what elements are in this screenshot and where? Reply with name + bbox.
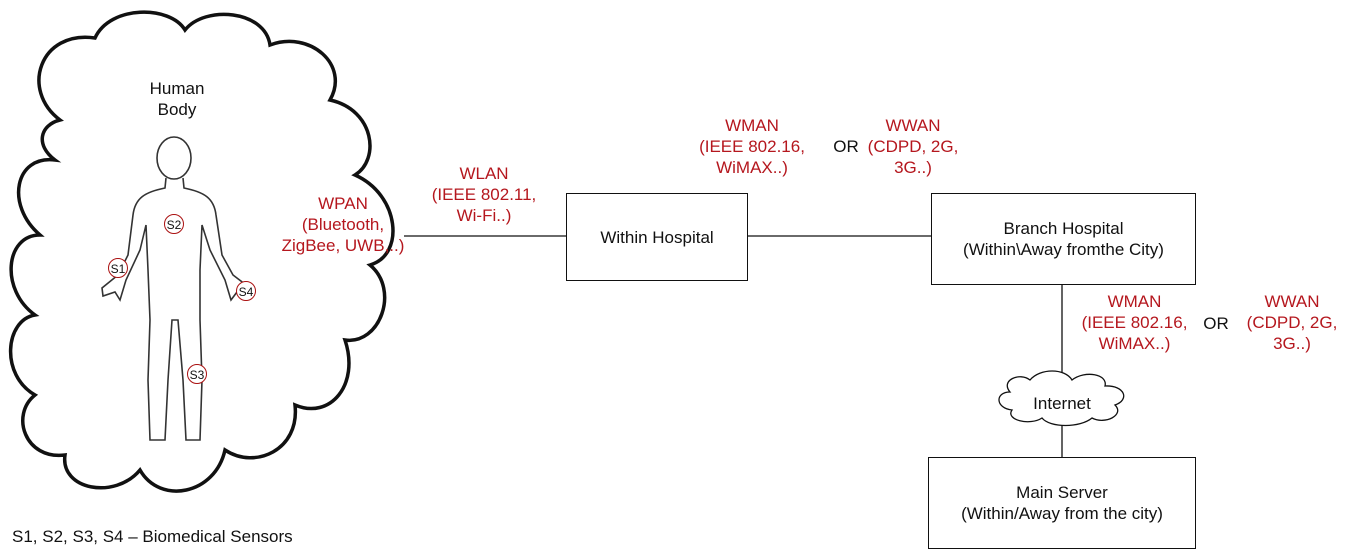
wman-top-label: WMAN (IEEE 802.16, WiMAX..) [678, 115, 826, 178]
sensor-legend: S1, S2, S3, S4 – Biomedical Sensors [12, 526, 293, 547]
sensor-s2: S2 [164, 214, 184, 234]
branch-hospital-box: Branch Hospital (Within\Away fromthe Cit… [931, 193, 1196, 285]
or-bottom-label: OR [1199, 313, 1233, 334]
sensor-s1: S1 [108, 258, 128, 278]
wpan-label: WPAN (Bluetooth, ZigBee, UWB,..) [268, 193, 418, 256]
human-body-label: Human Body [142, 78, 212, 120]
main-server-box: Main Server (Within/Away from the city) [928, 457, 1196, 549]
within-hospital-text: Within Hospital [600, 227, 713, 248]
wlan-label: WLAN (IEEE 802.11, Wi-Fi..) [418, 163, 550, 226]
within-hospital-box: Within Hospital [566, 193, 748, 281]
branch-hospital-subtitle: (Within\Away fromthe City) [963, 239, 1164, 260]
main-server-subtitle: (Within/Away from the city) [961, 503, 1163, 524]
sensor-s4: S4 [236, 281, 256, 301]
human-figure [102, 137, 250, 440]
internet-label: Internet [1022, 393, 1102, 414]
wman-bottom-label: WMAN (IEEE 802.16, WiMAX..) [1062, 291, 1207, 354]
branch-hospital-title: Branch Hospital [963, 218, 1164, 239]
main-server-title: Main Server [961, 482, 1163, 503]
wwan-top-label: WWAN (CDPD, 2G, 3G..) [860, 115, 966, 178]
or-top-label: OR [829, 136, 863, 157]
sensor-s3: S3 [187, 364, 207, 384]
wwan-bottom-label: WWAN (CDPD, 2G, 3G..) [1234, 291, 1350, 354]
